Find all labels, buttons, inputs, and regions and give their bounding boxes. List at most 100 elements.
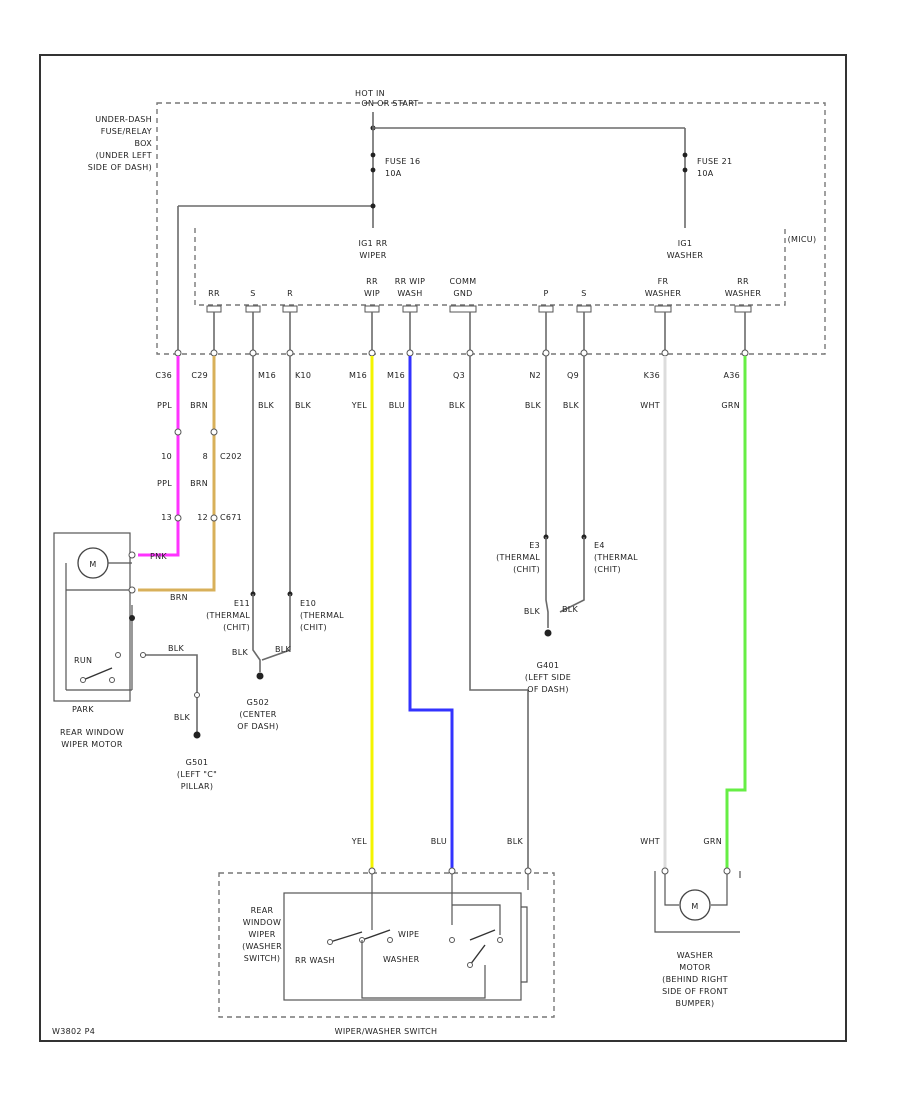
- ppl-wire: [138, 356, 180, 557]
- g501-label-1: G501: [186, 758, 209, 767]
- lower-color-grn: GRN: [703, 837, 722, 846]
- junction-c202: C202: [220, 452, 242, 461]
- washer-motor-icon: M: [664, 874, 728, 921]
- g501-ground-dot: [193, 731, 201, 739]
- fuse-box-connector-row: [174, 349, 749, 357]
- wire-color-brn: BRN: [190, 401, 208, 410]
- washer-motor-label-4: SIDE OF FRONT: [662, 987, 728, 996]
- pin-rr-washer-2: WASHER: [725, 289, 762, 298]
- fuse-relay-box-outline: [156, 102, 826, 355]
- wire-color-blk-r: BLK: [295, 401, 312, 410]
- e3-label-3: (CHIT): [513, 565, 540, 574]
- washer-motor-label-5: BUMPER): [676, 999, 715, 1008]
- switch-connectors: [368, 867, 532, 875]
- fuse-box-label-4: (UNDER LEFT: [96, 151, 152, 160]
- pin-rr-washer-1: RR: [737, 277, 749, 286]
- wire-color-wht: WHT: [640, 401, 660, 410]
- ig1-washer-label-2: WASHER: [667, 251, 704, 260]
- ig1-rr-wiper-label-2: WIPER: [359, 251, 386, 260]
- e4-label-3: (CHIT): [594, 565, 621, 574]
- e10-label-1: E10: [300, 599, 316, 608]
- pin-p: P: [543, 289, 548, 298]
- e11-label-1: E11: [234, 599, 250, 608]
- conn-q9: Q9: [567, 371, 579, 380]
- washer-motor-label-3: (BEHIND RIGHT: [662, 975, 728, 984]
- switch-label-2: WINDOW: [243, 918, 281, 927]
- wipe-label: WIPE: [398, 930, 419, 939]
- ig1-rr-wiper-label: IG1 RR: [358, 239, 387, 248]
- g401-label-1: G401: [537, 661, 560, 670]
- washer-motor-m-label: M: [691, 902, 698, 911]
- wire-color-ppl: PPL: [157, 401, 172, 410]
- washer-motor-label-1: WASHER: [677, 951, 714, 960]
- conn-a36: A36: [723, 371, 740, 380]
- internal-wires: [177, 206, 746, 352]
- conn-c29: C29: [191, 371, 208, 380]
- fuse-16: [370, 152, 376, 173]
- pin-rr-wip-wash-2: WASH: [397, 289, 422, 298]
- g501-wire: [140, 654, 198, 735]
- pin-rr-wip-1: RR: [366, 277, 378, 286]
- g401-label-3: OF DASH): [527, 685, 569, 694]
- washer-connectors: [661, 867, 731, 875]
- washer-motor-label-2: MOTOR: [679, 963, 711, 972]
- conn-q3: Q3: [453, 371, 465, 380]
- junction-color-brn: BRN: [190, 479, 208, 488]
- pin-fr-washer-1: FR: [658, 277, 669, 286]
- g501-label-2: (LEFT "C": [177, 770, 217, 779]
- park-label: PARK: [72, 705, 94, 714]
- wire-color-blk-comm: BLK: [449, 401, 466, 410]
- fuse-21: [682, 152, 688, 173]
- g501-connector: [140, 652, 146, 658]
- g502-label-1: G502: [247, 698, 270, 707]
- wire-color-blk-s2: BLK: [563, 401, 580, 410]
- g501-blk-b: BLK: [174, 713, 191, 722]
- lower-color-blk: BLK: [507, 837, 524, 846]
- motor-ground-dot: [129, 615, 135, 621]
- diagram-frame: [39, 54, 847, 1042]
- junction-c671: C671: [220, 513, 242, 522]
- wire-color-blu: BLU: [389, 401, 405, 410]
- comm-gnd-wire: [469, 356, 528, 691]
- junction-10: 10: [161, 452, 172, 461]
- motor-m-label: M: [89, 560, 96, 569]
- pin-rr-wip-wash-1: RR WIP: [395, 277, 426, 286]
- motor-label-2: WIPER MOTOR: [61, 740, 123, 749]
- fuse-21-label: FUSE 21: [697, 157, 732, 166]
- park-switch: [80, 652, 121, 683]
- motor-wiring: [65, 562, 133, 691]
- g502-label-3: OF DASH): [237, 722, 279, 731]
- g501-label-3: PILLAR): [181, 782, 214, 791]
- junction-color-ppl: PPL: [157, 479, 172, 488]
- hot-label: HOT IN: [355, 89, 385, 98]
- rear-wiper-switch-contacts: [327, 874, 529, 999]
- ig1-washer-label: IG1: [678, 239, 693, 248]
- e10-label-2: (THERMAL: [300, 611, 344, 620]
- motor-pin-pnk: [128, 551, 136, 559]
- wire-color-grn: GRN: [721, 401, 740, 410]
- switch-label-1: REAR: [251, 906, 274, 915]
- e4-label-2: (THERMAL: [594, 553, 638, 562]
- fuse-box-label-3: BOX: [134, 139, 152, 148]
- pin-fr-washer-2: WASHER: [645, 289, 682, 298]
- junction-8: 8: [203, 452, 208, 461]
- fuse-box-label-1: UNDER-DASH: [95, 115, 152, 124]
- rear-wiper-switch-outer: [521, 906, 528, 983]
- conn-c36: C36: [155, 371, 172, 380]
- switch-label-5: SWITCH): [244, 954, 281, 963]
- pin-rr-wip-2: WIP: [364, 289, 380, 298]
- diagram-code: W3802 P4: [52, 1027, 95, 1036]
- e3-label-1: E3: [529, 541, 540, 550]
- conn-n2: N2: [529, 371, 541, 380]
- motor-brn-label: BRN: [170, 593, 188, 602]
- pin-s2: S: [581, 289, 586, 298]
- fuse-box-label-2: FUSE/RELAY: [101, 127, 152, 136]
- switch-label-4: (WASHER: [242, 942, 282, 951]
- junction-13: 13: [161, 513, 172, 522]
- conn-m16-c: M16: [387, 371, 405, 380]
- run-label: RUN: [74, 656, 92, 665]
- fuse-21-rating: 10A: [697, 169, 714, 178]
- g502-ground-network: [250, 591, 293, 680]
- micu-connector-pins: [206, 305, 752, 313]
